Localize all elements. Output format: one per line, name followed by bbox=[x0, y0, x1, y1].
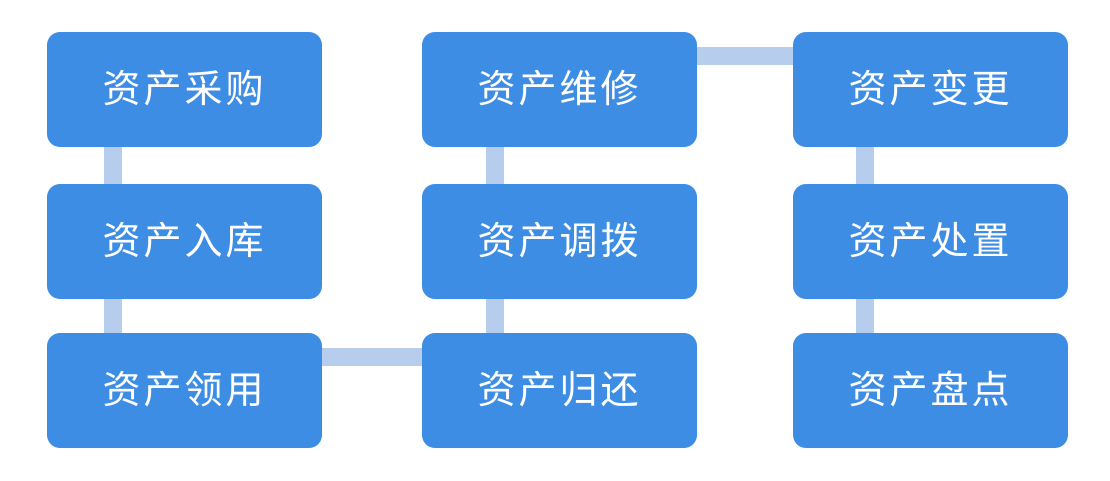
node-asset-inventory: 资产盘点 bbox=[793, 333, 1068, 448]
node-asset-transfer: 资产调拨 bbox=[422, 184, 697, 299]
node-asset-transfer-label: 资产调拨 bbox=[477, 220, 642, 263]
node-asset-requisition: 资产领用 bbox=[47, 333, 322, 448]
connector-procurement-to-warehousing bbox=[104, 144, 122, 186]
node-asset-requisition-label: 资产领用 bbox=[102, 369, 267, 412]
node-asset-disposal: 资产处置 bbox=[793, 184, 1068, 299]
connector-warehousing-to-requisition bbox=[104, 296, 122, 338]
node-asset-procurement: 资产采购 bbox=[47, 32, 322, 147]
node-asset-warehousing: 资产入库 bbox=[47, 184, 322, 299]
connector-transfer-to-return bbox=[486, 296, 504, 338]
connector-repair-to-transfer bbox=[486, 144, 504, 186]
node-asset-return-label: 资产归还 bbox=[477, 369, 642, 412]
connector-requisition-to-return bbox=[318, 348, 424, 366]
node-asset-inventory-label: 资产盘点 bbox=[848, 369, 1013, 412]
node-asset-warehousing-label: 资产入库 bbox=[102, 220, 267, 263]
node-asset-repair-label: 资产维修 bbox=[477, 68, 642, 111]
node-asset-procurement-label: 资产采购 bbox=[102, 68, 267, 111]
connector-repair-to-change bbox=[695, 47, 795, 65]
connector-disposal-to-inventory bbox=[856, 296, 874, 338]
node-asset-disposal-label: 资产处置 bbox=[848, 220, 1013, 263]
node-asset-return: 资产归还 bbox=[422, 333, 697, 448]
node-asset-repair: 资产维修 bbox=[422, 32, 697, 147]
node-asset-change-label: 资产变更 bbox=[848, 68, 1013, 111]
connector-change-to-disposal bbox=[856, 144, 874, 186]
node-asset-change: 资产变更 bbox=[793, 32, 1068, 147]
